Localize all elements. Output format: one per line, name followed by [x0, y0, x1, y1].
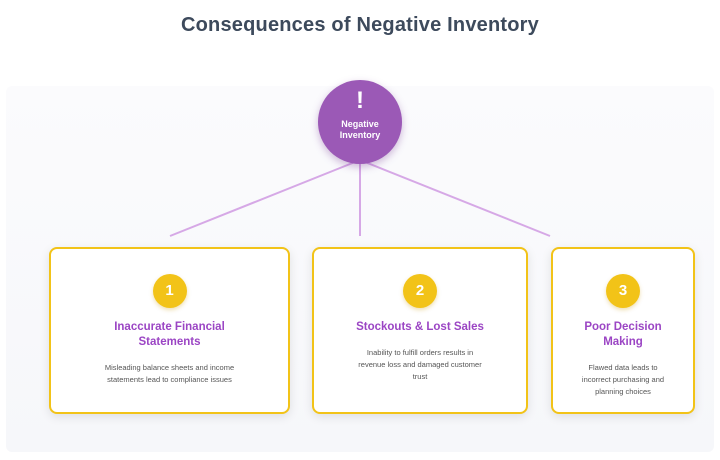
consequence-description-3: Flawed data leads to incorrect purchasin… — [581, 363, 665, 396]
number-badge-2: 2 — [403, 274, 437, 308]
exclamation-icon: ! — [356, 87, 364, 114]
number-badge-1: 1 — [152, 274, 187, 308]
connector-line-1 — [169, 159, 361, 237]
number-badge-3: 3 — [606, 274, 640, 308]
consequence-title-3: Poor Decision Making — [584, 321, 662, 348]
root-node-label: Negative Inventory — [339, 119, 381, 140]
consequence-title-1: Inaccurate Financial Statements — [114, 321, 225, 348]
consequence-card-2: 2 Stockouts & Lost Sales Inability to fu… — [312, 247, 528, 414]
consequence-title-2: Stockouts & Lost Sales — [356, 321, 484, 333]
root-node-negative-inventory: ! Negative Inventory — [318, 80, 402, 164]
consequence-description-2: Inability to fulfill orders results in r… — [358, 348, 482, 381]
connector-line-3 — [359, 159, 551, 237]
consequence-description-1: Misleading balance sheets and income sta… — [104, 363, 235, 384]
diagram-title: Consequences of Negative Inventory — [180, 14, 539, 36]
consequence-card-3: 3 Poor Decision Making Flawed data leads… — [551, 247, 695, 414]
consequence-card-1: 1 Inaccurate Financial Statements Mislea… — [49, 247, 290, 414]
